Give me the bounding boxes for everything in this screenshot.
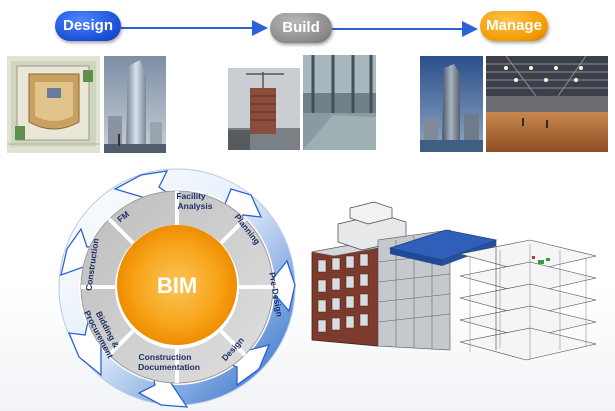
bim-building-model: [311, 201, 597, 361]
site-plan-image: [7, 56, 100, 153]
stage-design-pill: Design: [55, 11, 121, 41]
construction-site-image: [228, 68, 300, 150]
lifecycle-arrows: [121, 20, 478, 37]
interior-construction-image: [303, 55, 376, 150]
tower-rendering-image: [104, 56, 166, 153]
stage-build-pill: Build: [270, 13, 332, 43]
completed-tower-image: [420, 56, 483, 152]
bim-core: [117, 225, 237, 345]
bim-core-label: BIM: [157, 273, 197, 298]
facility-interior-image: [486, 56, 608, 152]
stage-manage-pill: Manage: [480, 11, 548, 41]
